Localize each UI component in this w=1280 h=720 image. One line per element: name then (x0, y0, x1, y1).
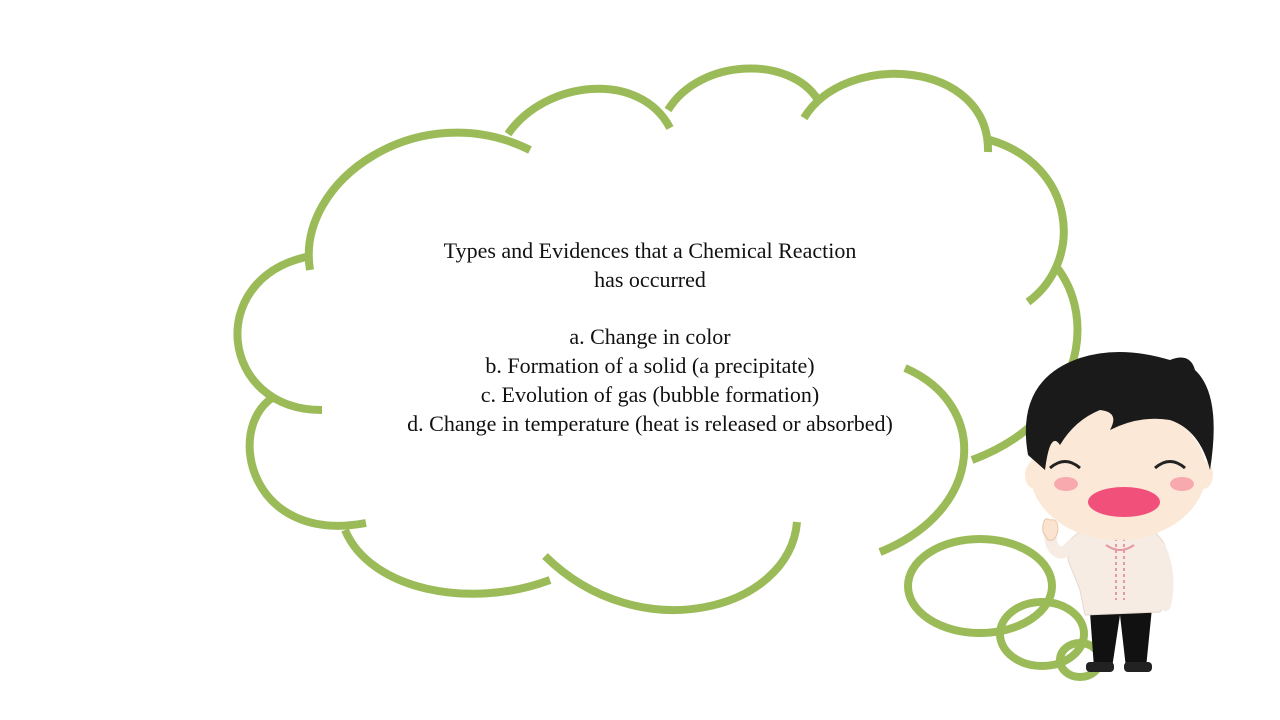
cheek-right (1170, 477, 1194, 491)
mouth (1088, 487, 1160, 517)
cloud-arc-right-upper (988, 136, 1068, 306)
waving-arm (1042, 522, 1078, 559)
cartoon-boy (1025, 351, 1214, 672)
title-line-2: has occurred (594, 267, 706, 292)
shoe-right (1124, 662, 1152, 672)
ear-right (1193, 461, 1213, 489)
title-line-1: Types and Evidences that a Chemical Reac… (443, 238, 857, 263)
cloud-text: Types and Evidences that a Chemical Reac… (360, 236, 940, 438)
hand (1042, 518, 1059, 541)
shoe-left (1086, 662, 1114, 672)
list-item: a. Change in color (569, 324, 731, 349)
list-item: d. Change in temperature (heat is releas… (407, 411, 893, 436)
eye-right (1154, 460, 1186, 470)
cloud-arc-bottom-left (245, 394, 367, 530)
list-item: b. Formation of a solid (a precipitate) (485, 353, 815, 378)
thought-bubble-medium (996, 598, 1088, 670)
list-item: c. Evolution of gas (bubble formation) (480, 382, 820, 407)
eye-left (1049, 460, 1081, 470)
cloud-arc-top-left (304, 128, 532, 271)
cloud-arc-top-mid (504, 84, 674, 137)
ear-left (1025, 461, 1045, 489)
cloud-arc-right-lower (878, 364, 969, 556)
spacer (360, 294, 940, 322)
hair (1025, 351, 1214, 470)
cloud-arc-top (664, 64, 822, 113)
thought-bubble-large (904, 535, 1056, 637)
cloud-arc-bottom (341, 528, 552, 598)
cloud-arc-bottom-right (542, 521, 801, 614)
pants (1090, 608, 1152, 668)
shirt-embroidery (1115, 532, 1125, 600)
arm-right (1154, 542, 1174, 611)
face (1030, 404, 1206, 540)
cloud-arc-left (233, 253, 323, 414)
cheek-left (1054, 477, 1078, 491)
cloud-arc-top-right (800, 69, 993, 153)
